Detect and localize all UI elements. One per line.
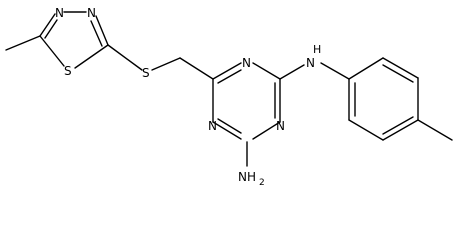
bond-ch2-triazine bbox=[179, 57, 214, 80]
atom-triazine-n-top: N bbox=[242, 56, 251, 70]
atom-triazine-n-bottom: N bbox=[276, 119, 285, 133]
bond-c5-n4 bbox=[39, 13, 56, 37]
bond-c5-n4-inner bbox=[44, 19, 58, 39]
bond-s-ch2 bbox=[151, 57, 181, 71]
molecule-drawing: N N S S N N N N H NH 2 bbox=[5, 6, 453, 188]
bond-ar4-ar5-inner bbox=[382, 116, 414, 135]
atom-amino-nh2: NH bbox=[238, 170, 256, 184]
bond-n3-c2 bbox=[95, 15, 109, 46]
bond-c4-n5-inner bbox=[217, 118, 242, 134]
bond-ar4-methyl bbox=[417, 119, 453, 141]
bond-n3-c2-inner bbox=[90, 20, 103, 47]
atom-amino-subscript: 2 bbox=[259, 178, 265, 188]
bond-c4-n5 bbox=[212, 121, 242, 140]
bond-ar2-ar3-inner bbox=[382, 64, 414, 83]
bond-c2t-nh bbox=[279, 64, 305, 80]
bond-ar1-ar2 bbox=[348, 57, 384, 80]
bond-c6-n1 bbox=[212, 62, 242, 80]
bond-nh-aryl bbox=[320, 62, 350, 80]
atom-triazine-n-left: N bbox=[208, 119, 217, 133]
bond-ar5-ar6 bbox=[348, 119, 384, 141]
atom-amine-h: H bbox=[313, 43, 321, 56]
atom-thiadiazole-n4: N bbox=[55, 6, 64, 20]
bonds bbox=[5, 11, 453, 167]
atom-thiadiazole-s1: S bbox=[64, 64, 72, 78]
atom-labels: N N S S N N N N H NH 2 bbox=[55, 6, 321, 188]
bond-ar2-ar3 bbox=[382, 57, 419, 79]
bond-methyl-c5 bbox=[5, 35, 41, 51]
bond-ar4-ar5 bbox=[382, 119, 419, 141]
bond-c2-s bbox=[107, 44, 143, 71]
atom-thiadiazole-n3: N bbox=[87, 6, 96, 20]
atom-amine-nh: N bbox=[306, 56, 315, 70]
bond-s1-c5 bbox=[39, 35, 65, 67]
structure-diagram: N N S S N N N N H NH 2 bbox=[5, 6, 453, 188]
atom-thioether-s: S bbox=[142, 66, 150, 80]
bond-c6-n1-inner bbox=[217, 69, 242, 84]
bond-n3-c4 bbox=[252, 121, 281, 140]
bond-n1-c2t bbox=[252, 62, 281, 80]
bond-c2-s1 bbox=[74, 44, 109, 69]
